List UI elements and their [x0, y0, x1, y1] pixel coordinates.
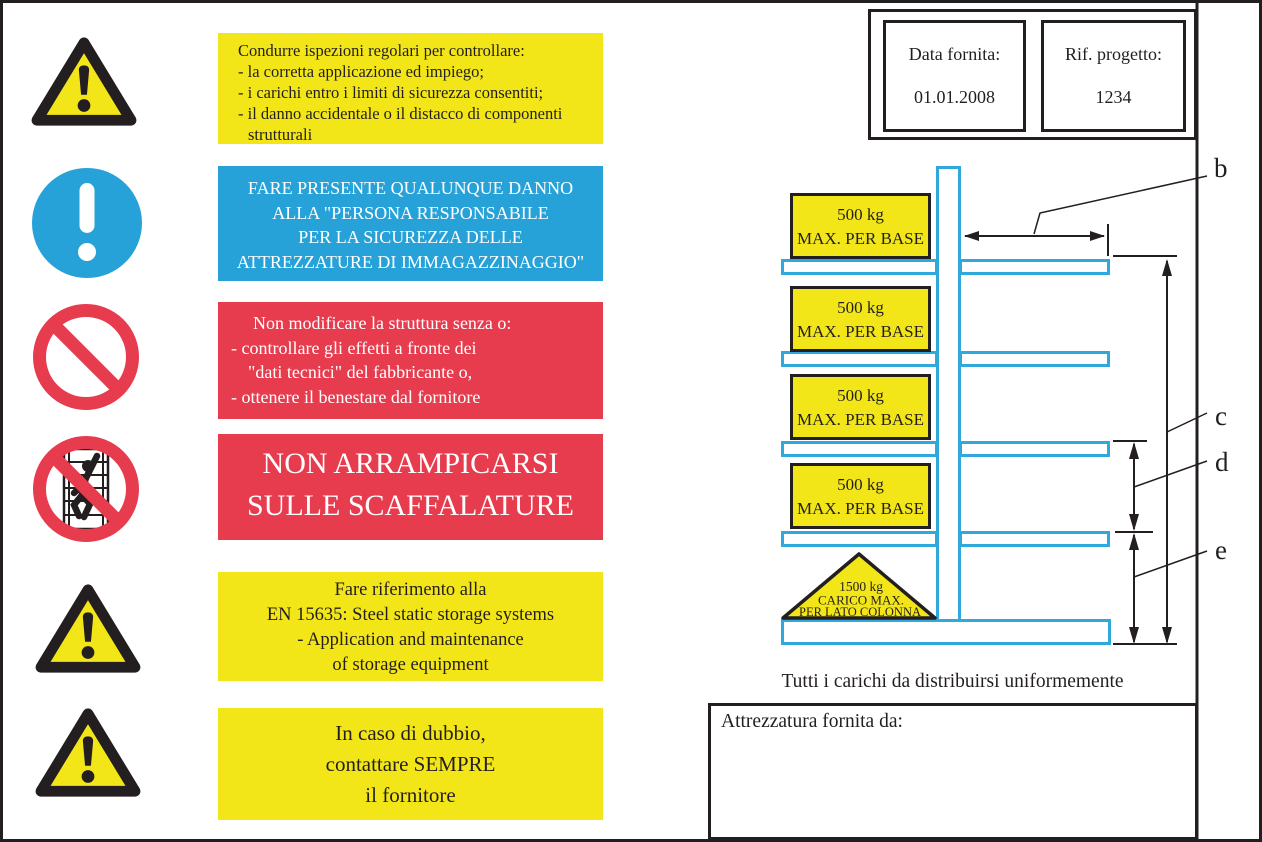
column-load-triangle: 1500 kg CARICO MAX. PER LATO COLONNA: [779, 551, 939, 621]
arm-load-label: 500 kg MAX. PER BASE: [790, 193, 931, 259]
notice-line: EN 15635: Steel static storage systems: [266, 605, 555, 625]
load-caption: MAX. PER BASE: [796, 410, 925, 429]
notice-line: Condurre ispezioni regolari per controll…: [238, 41, 525, 60]
project-ref-box: Rif. progetto: 1234: [1041, 20, 1186, 132]
dim-label-c: c: [1215, 401, 1227, 431]
notice-line: ATTREZZATURE DI IMMAGAZZINAGGIO": [236, 251, 585, 272]
dim-label-e: e: [1215, 535, 1227, 565]
dim-label-b: b: [1214, 153, 1228, 183]
notice-line: Fare riferimento alla: [334, 580, 487, 600]
notice-line: Non modificare la struttura senza o:: [253, 313, 512, 333]
rack-arm-right: [959, 531, 1110, 547]
notice-line: - i carichi entro i limiti di sicurezza …: [238, 83, 544, 102]
column-load-value: 1500 kg: [839, 579, 883, 594]
dim-label-d: d: [1215, 447, 1229, 477]
notice-line: ALLA "PERSONA RESPONSABILE: [272, 202, 549, 223]
load-caption: MAX. PER BASE: [796, 229, 925, 248]
date-supplied-value: 01.01.2008: [914, 87, 995, 107]
notice-inspections: Condurre ispezioni regolari per controll…: [218, 33, 603, 144]
load-value: 500 kg: [837, 205, 884, 224]
uniform-load-note: Tutti i carichi da distribuirsi uniforme…: [781, 671, 1124, 692]
rack-arm-right: [959, 351, 1110, 367]
notice-line: "dati tecnici" del fabbricante o,: [248, 362, 473, 382]
notice-line: il fornitore: [365, 783, 456, 807]
notice-line: PER LA SICUREZZA DELLE: [298, 227, 523, 247]
arm-load-label: 500 kg MAX. PER BASE: [790, 374, 931, 440]
notice-no-modification: Non modificare la struttura senza o: - c…: [218, 302, 603, 419]
column-load-caption: CARICO MAX.: [818, 593, 904, 608]
project-ref-label: Rif. progetto:: [1065, 44, 1162, 64]
date-supplied-label: Data fornita:: [908, 44, 1001, 64]
notice-line: NON ARRAMPICARSI: [262, 447, 559, 480]
project-ref-value: 1234: [1095, 87, 1132, 107]
notice-line: FARE PRESENTE QUALUNQUE DANNO: [247, 178, 574, 198]
rack-arm-left: [781, 441, 938, 457]
mandatory-attention-icon: [31, 167, 143, 279]
notice-line: In caso di dubbio,: [335, 721, 486, 745]
no-climbing-icon: [30, 433, 142, 545]
notice-line: - la corretta applicazione ed impiego;: [238, 62, 485, 81]
notice-no-climbing: NON ARRAMPICARSI SULLE SCAFFALATURE: [218, 434, 603, 540]
load-value: 500 kg: [837, 298, 884, 317]
notice-line: - Application and maintenance: [297, 630, 524, 650]
prohibition-icon: [30, 301, 142, 413]
supplier-box: Attrezzatura fornita da:: [708, 703, 1198, 839]
notice-line: of storage equipment: [332, 655, 489, 675]
notice-report-damage: FARE PRESENTE QUALUNQUE DANNO ALLA "PERS…: [218, 166, 603, 281]
load-value: 500 kg: [837, 475, 884, 494]
supplier-label: Attrezzatura fornita da:: [721, 711, 903, 732]
notice-line: - il danno accidentale o il distacco di …: [238, 104, 563, 123]
notice-line: - controllare gli effetti a fronte dei: [231, 337, 477, 358]
notice-contact-supplier: In caso di dubbio, contattare SEMPRE il …: [218, 708, 603, 820]
notice-line: SULLE SCAFFALATURE: [247, 489, 574, 522]
date-supplied-box: Data fornita: 01.01.2008: [883, 20, 1026, 132]
rack-column: [936, 166, 961, 623]
warning-triangle-icon: [33, 705, 143, 801]
notice-line: contattare SEMPRE: [325, 752, 496, 776]
notice-line: strutturali: [248, 125, 313, 144]
arm-load-label: 500 kg MAX. PER BASE: [790, 286, 931, 352]
rack-arm-left: [781, 351, 938, 367]
load-value: 500 kg: [837, 386, 884, 405]
rack-arm-left: [781, 259, 938, 275]
arm-load-label: 500 kg MAX. PER BASE: [790, 463, 931, 529]
rack-arm-left: [781, 531, 938, 547]
load-caption: MAX. PER BASE: [796, 322, 925, 341]
notice-en15635: Fare riferimento alla EN 15635: Steel st…: [218, 572, 603, 681]
warning-triangle-icon: [33, 581, 143, 677]
load-caption: MAX. PER BASE: [796, 499, 925, 518]
header-info-box: Data fornita: 01.01.2008 Rif. progetto: …: [868, 9, 1197, 140]
column-load-caption: PER LATO COLONNA: [799, 605, 921, 619]
notice-line: - ottenere il benestare dal fornitore: [231, 386, 481, 407]
rack-base: [781, 619, 1111, 645]
warning-triangle-icon: [29, 34, 139, 130]
rack-arm-right: [959, 259, 1110, 275]
rack-arm-right: [959, 441, 1110, 457]
